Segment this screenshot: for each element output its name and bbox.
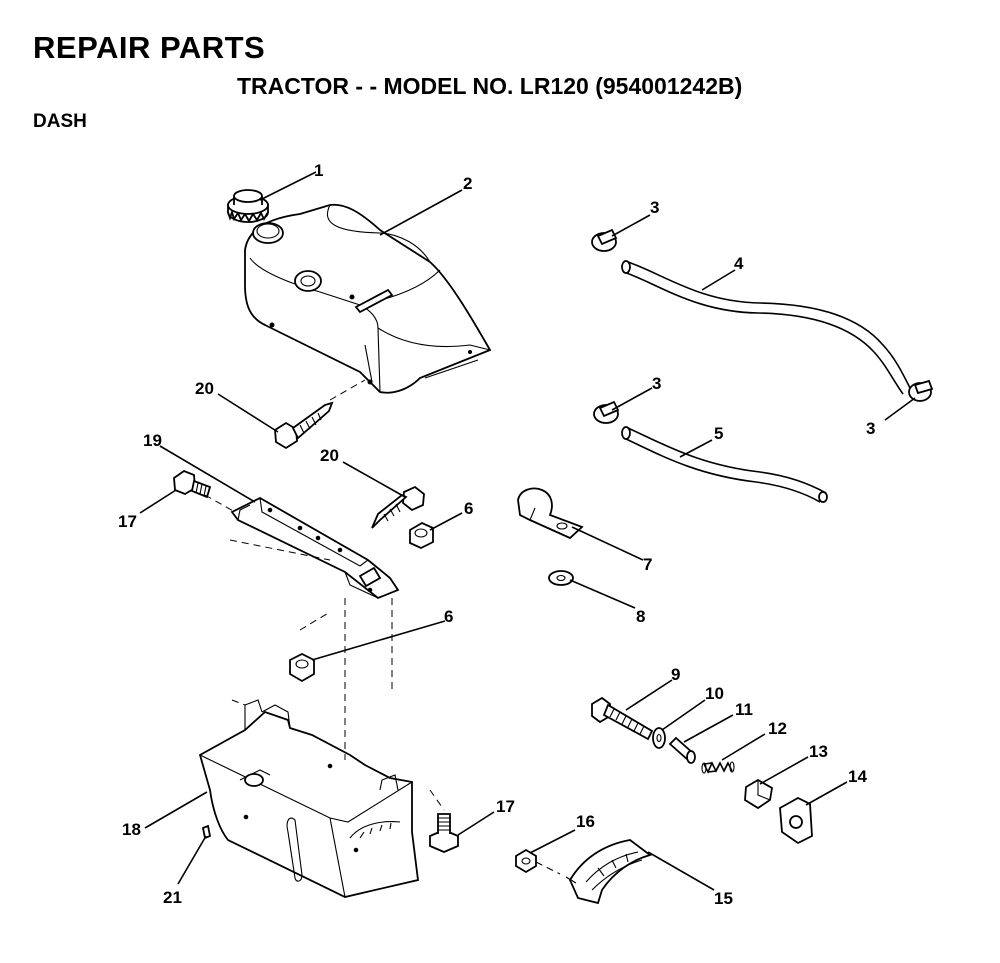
lock-nut[interactable] xyxy=(515,848,537,874)
callout-6: 6 xyxy=(444,607,453,626)
callout-17: 17 xyxy=(118,512,137,531)
callout-9: 9 xyxy=(671,665,680,684)
callout-8: 8 xyxy=(636,607,645,626)
callout-18: 18 xyxy=(122,820,141,839)
hose-clamp[interactable] xyxy=(591,228,618,252)
self-tapping-screw[interactable] xyxy=(274,401,334,450)
hose-clamp[interactable] xyxy=(593,400,620,424)
callout-6: 6 xyxy=(464,499,473,518)
lower-dash-panel[interactable] xyxy=(198,699,419,898)
callout-13: 13 xyxy=(809,742,828,761)
callout-19: 19 xyxy=(143,431,162,450)
compression-spring[interactable] xyxy=(701,761,735,774)
spacer-tube[interactable] xyxy=(668,736,696,764)
throttle-plate[interactable] xyxy=(565,839,653,905)
callout-3: 3 xyxy=(652,374,661,393)
hex-nut[interactable] xyxy=(289,652,315,683)
callout-16: 16 xyxy=(576,812,595,831)
callout-20: 20 xyxy=(195,379,214,398)
callout-labels: 1 2 3 3 3 4 5 6 6 7 8 9 10 11 12 13 14 1… xyxy=(118,161,875,908)
carriage-bolt[interactable] xyxy=(591,696,654,741)
washer-10[interactable] xyxy=(652,727,666,749)
model-subtitle: TRACTOR - - MODEL NO. LR120 (954001242B) xyxy=(237,73,743,99)
callout-7: 7 xyxy=(643,555,652,574)
fuel-hose-lower[interactable] xyxy=(621,426,828,503)
fuel-hose-upper[interactable] xyxy=(621,260,911,395)
callout-14: 14 xyxy=(848,767,867,786)
callout-11: 11 xyxy=(735,700,753,719)
page-title: REPAIR PARTS xyxy=(33,30,266,65)
callout-15: 15 xyxy=(714,889,733,908)
callout-3: 3 xyxy=(650,198,659,217)
dash-bracket[interactable] xyxy=(230,496,400,600)
shoulder-bolt[interactable] xyxy=(429,813,459,853)
callout-3: 3 xyxy=(866,419,875,438)
callout-20: 20 xyxy=(320,446,339,465)
callout-1: 1 xyxy=(314,161,323,180)
small-pin[interactable] xyxy=(201,824,212,840)
callout-17: 17 xyxy=(496,797,515,816)
callout-21: 21 xyxy=(163,888,182,907)
fuel-cap[interactable] xyxy=(227,189,269,223)
callout-10: 10 xyxy=(705,684,724,703)
throttle-lever[interactable] xyxy=(779,796,813,845)
callout-12: 12 xyxy=(768,719,787,738)
friction-block[interactable] xyxy=(744,778,773,810)
flat-washer[interactable] xyxy=(548,570,574,586)
hex-nut[interactable] xyxy=(409,521,434,549)
hose-clamp[interactable] xyxy=(908,379,934,402)
assembly-guide-lines xyxy=(204,379,561,875)
callout-2: 2 xyxy=(463,174,472,193)
callout-5: 5 xyxy=(714,424,723,443)
callout-4: 4 xyxy=(734,254,744,273)
shoulder-bolt[interactable] xyxy=(173,469,212,499)
hose-clip[interactable] xyxy=(517,487,584,540)
callout-leader-lines xyxy=(139,171,916,891)
section-label: DASH xyxy=(33,111,87,132)
fuel-tank[interactable] xyxy=(244,203,492,394)
